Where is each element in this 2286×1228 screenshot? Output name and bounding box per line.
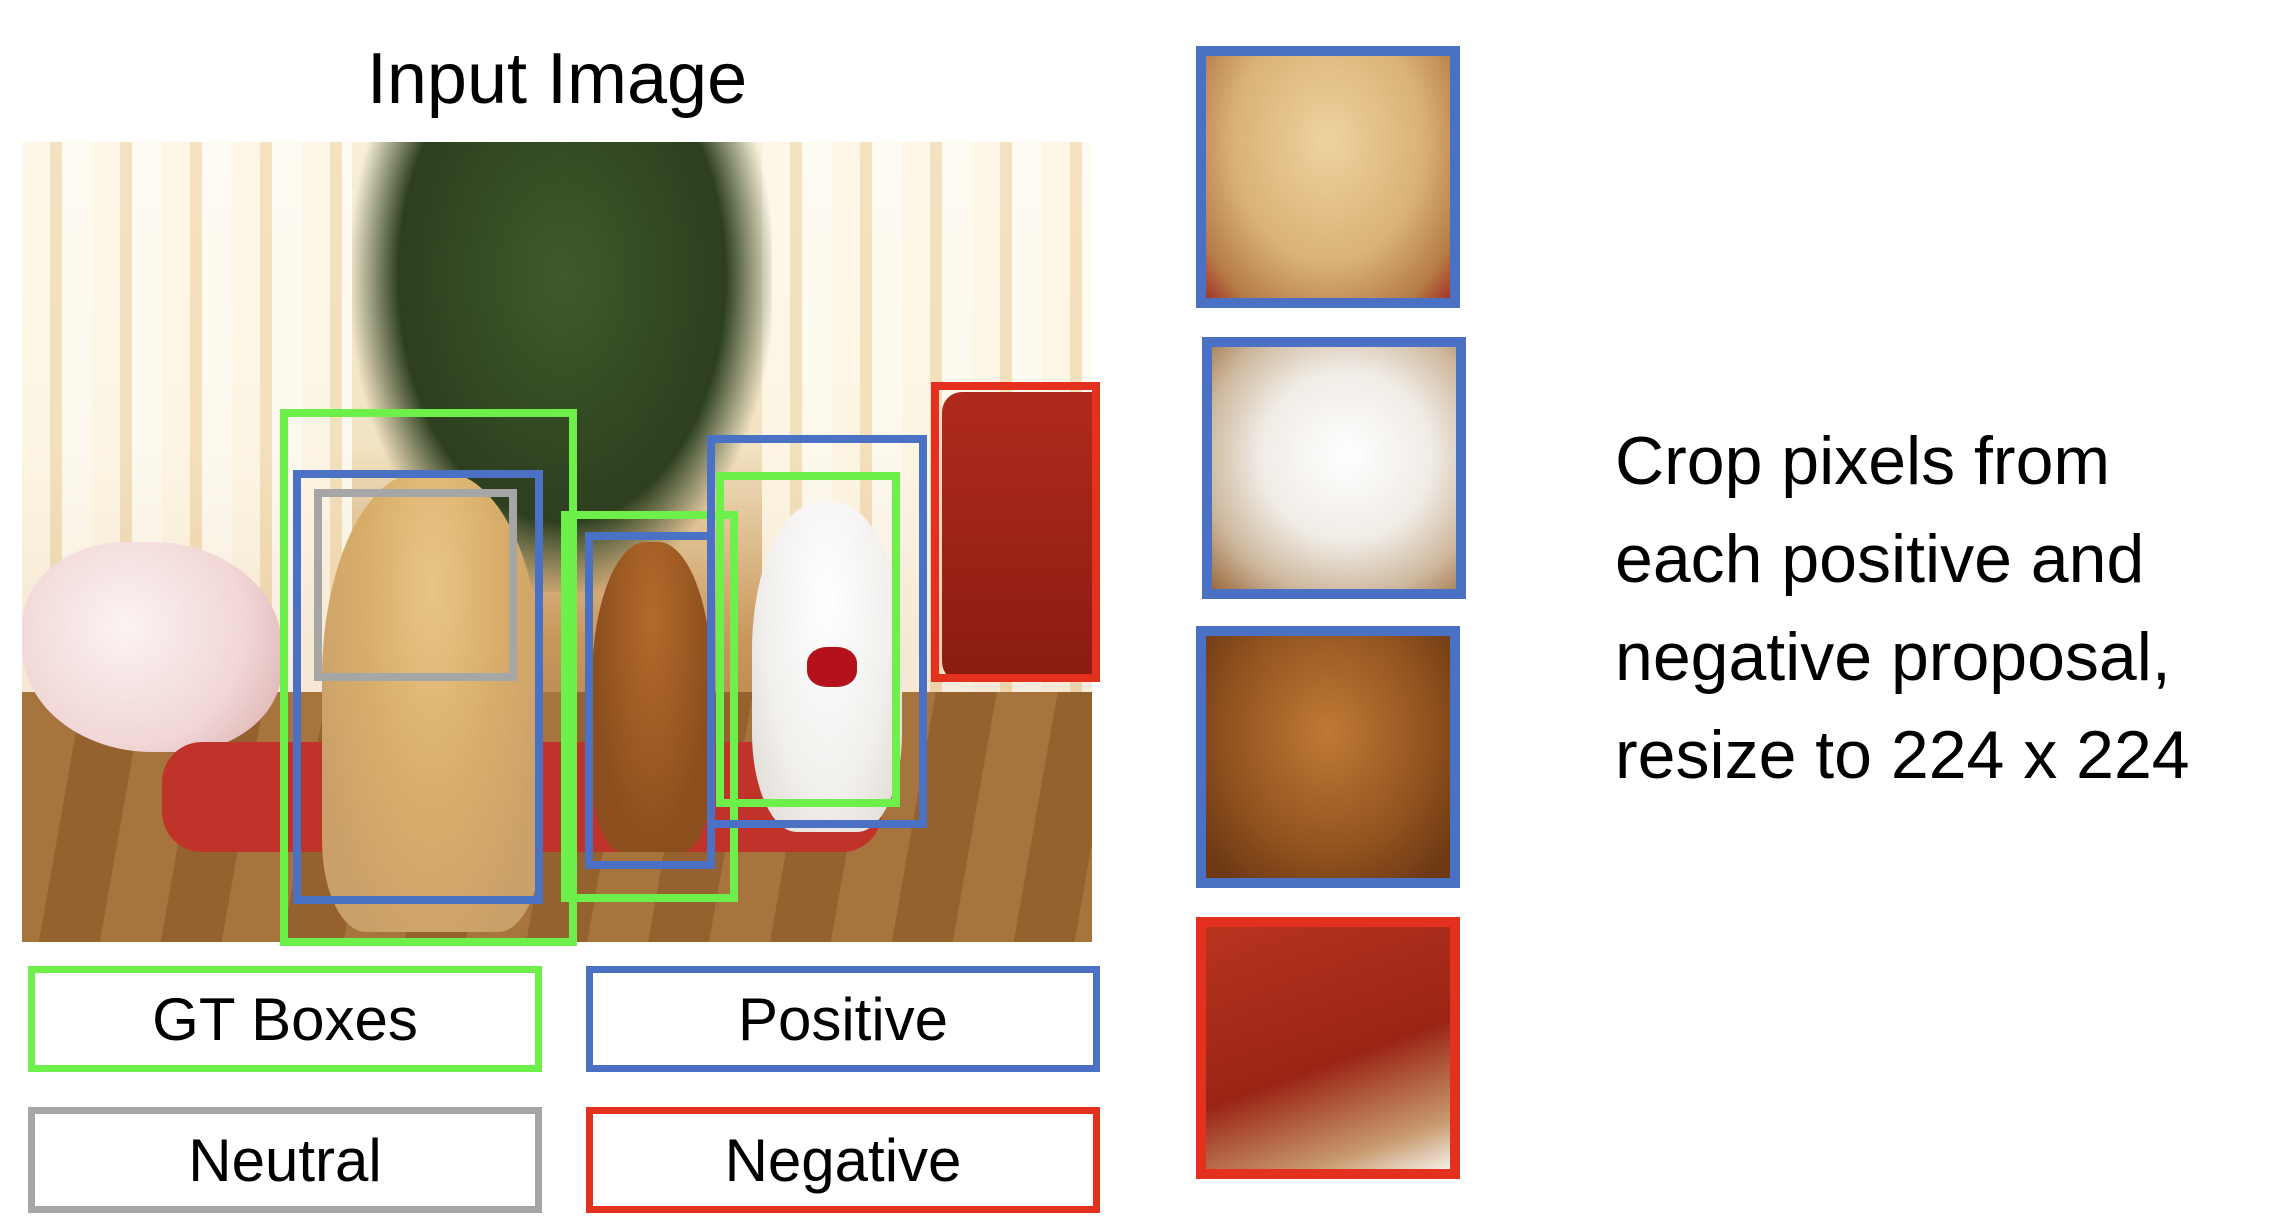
legend-gt-label: GT Boxes (152, 985, 418, 1053)
golden-retriever-crop-icon (1206, 56, 1450, 298)
crop-white-cat (1202, 337, 1466, 599)
legend-positive-label: Positive (737, 985, 949, 1053)
crop-golden-retriever (1196, 46, 1460, 308)
positive-box-cat (707, 435, 927, 828)
gt-box-golden-retriever (280, 409, 577, 946)
caption-line-4: resize to 224 x 224 (1615, 717, 2190, 793)
crop-red-sofa (1196, 917, 1460, 1179)
caption-line-1: Crop pixels from (1615, 423, 2111, 499)
legend-neutral: Neutral (28, 1107, 542, 1213)
red-bow (807, 647, 857, 687)
positive-box-spaniel (585, 532, 715, 869)
golden-retriever (322, 472, 542, 932)
white-cat-crop-icon (1212, 347, 1456, 589)
crop-caption: Crop pixels from each positive and negat… (1615, 412, 2275, 804)
caption-line-2: each positive and (1615, 521, 2145, 597)
legend-negative: Negative (586, 1107, 1100, 1213)
crop-spaniel (1196, 626, 1460, 888)
spaniel (592, 542, 712, 852)
negative-box-sofa (931, 382, 1100, 682)
legend-negative-label: Negative (724, 1126, 962, 1194)
red-sofa (942, 392, 1092, 682)
legend-gt-boxes: GT Boxes (28, 966, 542, 1072)
input-image-title: Input Image (366, 39, 748, 119)
positive-box-golden-retriever (293, 470, 543, 904)
legend-positive: Positive (586, 966, 1100, 1072)
neutral-box-dog-head (314, 489, 517, 681)
input-photo (22, 142, 1092, 942)
pillow (22, 542, 282, 752)
spaniel-crop-icon (1206, 636, 1450, 878)
gt-box-cat (716, 472, 900, 807)
red-sofa-crop-icon (1206, 927, 1450, 1169)
legend-neutral-label: Neutral (188, 1126, 382, 1194)
gt-box-spaniel (561, 511, 738, 902)
caption-line-3: negative proposal, (1615, 619, 2171, 695)
